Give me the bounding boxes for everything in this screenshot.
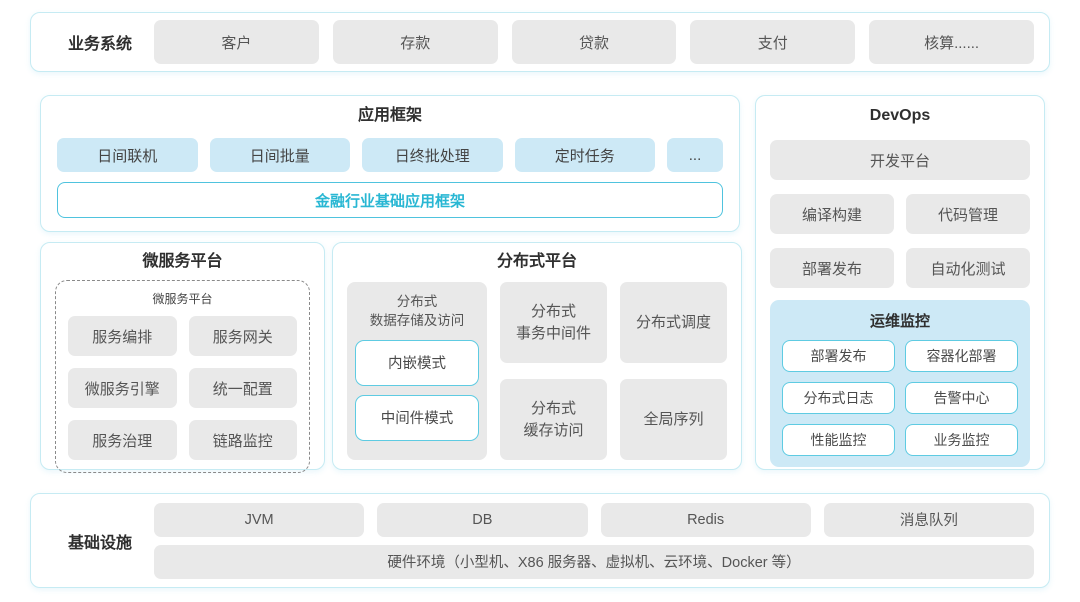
distributed-body: 分布式 数据存储及访问 内嵌模式 中间件模式 分布式 事务中间件 分布式 缓存访… (333, 273, 741, 460)
node-message-queue: 消息队列 (823, 502, 1034, 537)
ops-monitoring-panel: 运维监控 部署发布 容器化部署 分布式日志 告警中心 性能监控 业务监控 (770, 300, 1030, 467)
node-business-monitoring: 业务监控 (905, 424, 1018, 456)
node-dev-platform: 开发平台 (770, 140, 1030, 180)
storage-title-line2: 数据存储及访问 (369, 312, 465, 328)
cache-line2: 缓存访问 (523, 421, 584, 439)
node-eod-batch: 日终批处理 (362, 138, 503, 172)
node-payment: 支付 (690, 20, 856, 64)
app-framework-panel: 应用框架 日间联机 日间批量 日终批处理 定时任务 ... 金融行业基础应用框架 (40, 95, 740, 232)
microservices-inner-title: 微服务平台 (152, 292, 213, 306)
infrastructure-items: JVM DB Redis 消息队列 硬件环境（小型机、X86 服务器、虚拟机、云… (154, 502, 1034, 579)
app-framework-title: 应用框架 (357, 107, 422, 124)
node-performance-monitoring: 性能监控 (782, 424, 895, 456)
microservices-title: 微服务平台 (142, 253, 223, 270)
node-deposit: 存款 (332, 20, 498, 64)
distributed-panel: 分布式平台 分布式 数据存储及访问 内嵌模式 中间件模式 分布式 事务中间件 分… (332, 242, 742, 470)
node-service-orchestration: 服务编排 (68, 316, 177, 356)
node-redis: Redis (600, 502, 811, 537)
node-distributed-transaction: 分布式 事务中间件 (500, 282, 607, 363)
node-service-gateway: 服务网关 (188, 316, 297, 356)
node-distributed-logging: 分布式日志 (782, 382, 895, 414)
node-embedded-mode: 内嵌模式 (355, 339, 479, 386)
distributed-col-2: 分布式 事务中间件 分布式 缓存访问 (500, 282, 607, 460)
node-microservice-engine: 微服务引擎 (68, 368, 177, 408)
node-middleware-mode: 中间件模式 (355, 394, 479, 441)
microservices-panel: 微服务平台 微服务平台 服务编排 服务网关 微服务引擎 统一配置 服务治理 链路… (40, 242, 325, 473)
node-financial-base-framework: 金融行业基础应用框架 (57, 182, 723, 218)
business-systems-items: 客户 存款 贷款 支付 核算...... (154, 20, 1034, 64)
node-more-modules: ... (667, 138, 723, 172)
node-compile-build: 编译构建 (770, 194, 894, 234)
node-deploy-release: 部署发布 (770, 248, 894, 288)
node-global-sequence: 全局序列 (620, 379, 727, 460)
business-systems-panel: 业务系统 客户 存款 贷款 支付 核算...... (30, 12, 1050, 72)
microservices-grid: 服务编排 服务网关 微服务引擎 统一配置 服务治理 链路监控 (68, 316, 297, 460)
node-daytime-batch: 日间批量 (209, 138, 350, 172)
node-jvm: JVM (154, 502, 365, 537)
infrastructure-panel: 基础设施 JVM DB Redis 消息队列 硬件环境（小型机、X86 服务器、… (30, 493, 1050, 588)
devops-panel: DevOps 开发平台 编译构建 代码管理 部署发布 自动化测试 运维监控 部署… (755, 95, 1045, 470)
devops-title: DevOps (869, 107, 931, 124)
node-loan: 贷款 (511, 20, 677, 64)
node-service-governance: 服务治理 (68, 420, 177, 460)
node-automated-testing: 自动化测试 (906, 248, 1030, 288)
infrastructure-label: 基础设施 (67, 534, 132, 552)
ops-monitoring-grid: 部署发布 容器化部署 分布式日志 告警中心 性能监控 业务监控 (782, 340, 1018, 456)
distributed-storage-title: 分布式 数据存储及访问 (355, 293, 479, 331)
node-hardware-environment: 硬件环境（小型机、X86 服务器、虚拟机、云环境、Docker 等） (154, 544, 1034, 579)
node-accounting: 核算...... (869, 20, 1034, 64)
node-daytime-online: 日间联机 (57, 138, 198, 172)
transaction-line2: 事务中间件 (515, 324, 591, 342)
devops-tools-row-2: 部署发布 自动化测试 (770, 248, 1030, 288)
cache-line1: 分布式 (530, 399, 576, 417)
microservices-inner-box: 微服务平台 服务编排 服务网关 微服务引擎 统一配置 服务治理 链路监控 (55, 280, 310, 473)
node-containerized-deployment: 容器化部署 (905, 340, 1018, 372)
node-distributed-storage: 分布式 数据存储及访问 内嵌模式 中间件模式 (347, 282, 487, 460)
node-distributed-cache: 分布式 缓存访问 (500, 379, 607, 460)
distributed-title: 分布式平台 (496, 253, 577, 270)
node-customer: 客户 (154, 20, 319, 64)
node-unified-config: 统一配置 (188, 368, 297, 408)
node-alert-center: 告警中心 (905, 382, 1018, 414)
node-scheduled-tasks: 定时任务 (514, 138, 655, 172)
storage-title-line1: 分布式 (396, 294, 438, 309)
node-trace-monitoring: 链路监控 (188, 420, 297, 460)
node-monitor-deploy-release: 部署发布 (782, 340, 895, 372)
node-code-management: 代码管理 (906, 194, 1030, 234)
devops-tools-row-1: 编译构建 代码管理 (770, 194, 1030, 234)
transaction-line1: 分布式 (530, 302, 576, 320)
node-db: DB (377, 502, 588, 537)
app-framework-modules: 日间联机 日间批量 日终批处理 定时任务 ... (41, 138, 739, 172)
node-distributed-scheduling: 分布式调度 (620, 282, 727, 363)
ops-monitoring-title: 运维监控 (869, 313, 930, 330)
infrastructure-row: JVM DB Redis 消息队列 (154, 502, 1034, 537)
business-systems-label: 业务系统 (67, 36, 132, 53)
distributed-col-3: 分布式调度 全局序列 (620, 282, 727, 460)
